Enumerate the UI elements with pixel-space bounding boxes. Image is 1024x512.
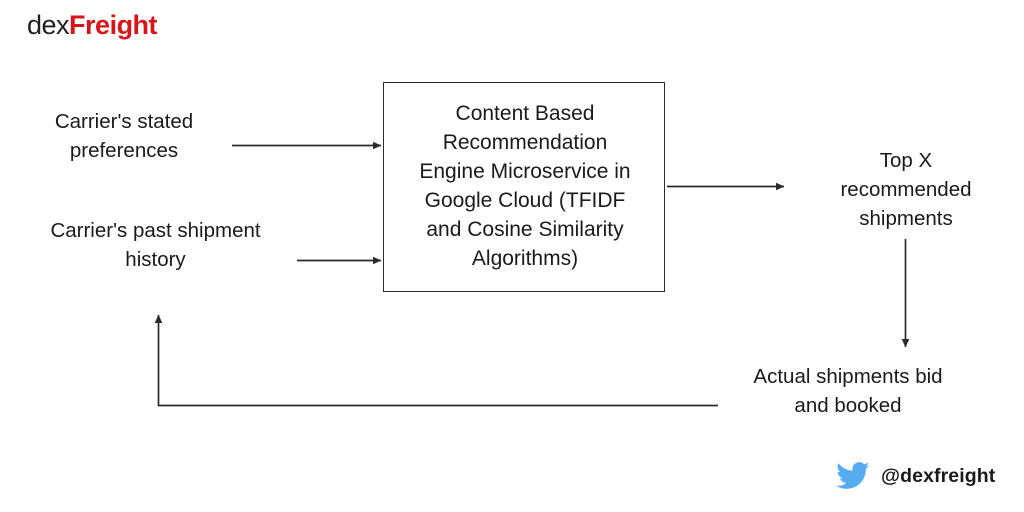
input-label-past-shipment-history: Carrier's past shipment history — [50, 219, 261, 271]
logo-text-dex: dex — [27, 10, 70, 40]
input-label-stated-preferences: Carrier's stated preferences — [54, 110, 194, 162]
twitter-icon — [836, 462, 870, 490]
recommendation-engine-box — [383, 82, 665, 292]
twitter-credit: @dexfreight — [836, 462, 995, 490]
output-label-top-x-recommended: Top X recommended shipments — [840, 149, 972, 230]
arrow-feedback-loop — [154, 314, 718, 407]
output-label-actual-shipments: Actual shipments bid and booked — [753, 365, 943, 417]
logo-text-freight: Freight — [69, 10, 158, 40]
twitter-handle-text: @dexfreight — [881, 464, 996, 487]
process-label-recommendation-engine: Content Based Recommendation Engine Micr… — [419, 102, 631, 270]
dexfreight-logo: dexFreight — [27, 10, 158, 40]
